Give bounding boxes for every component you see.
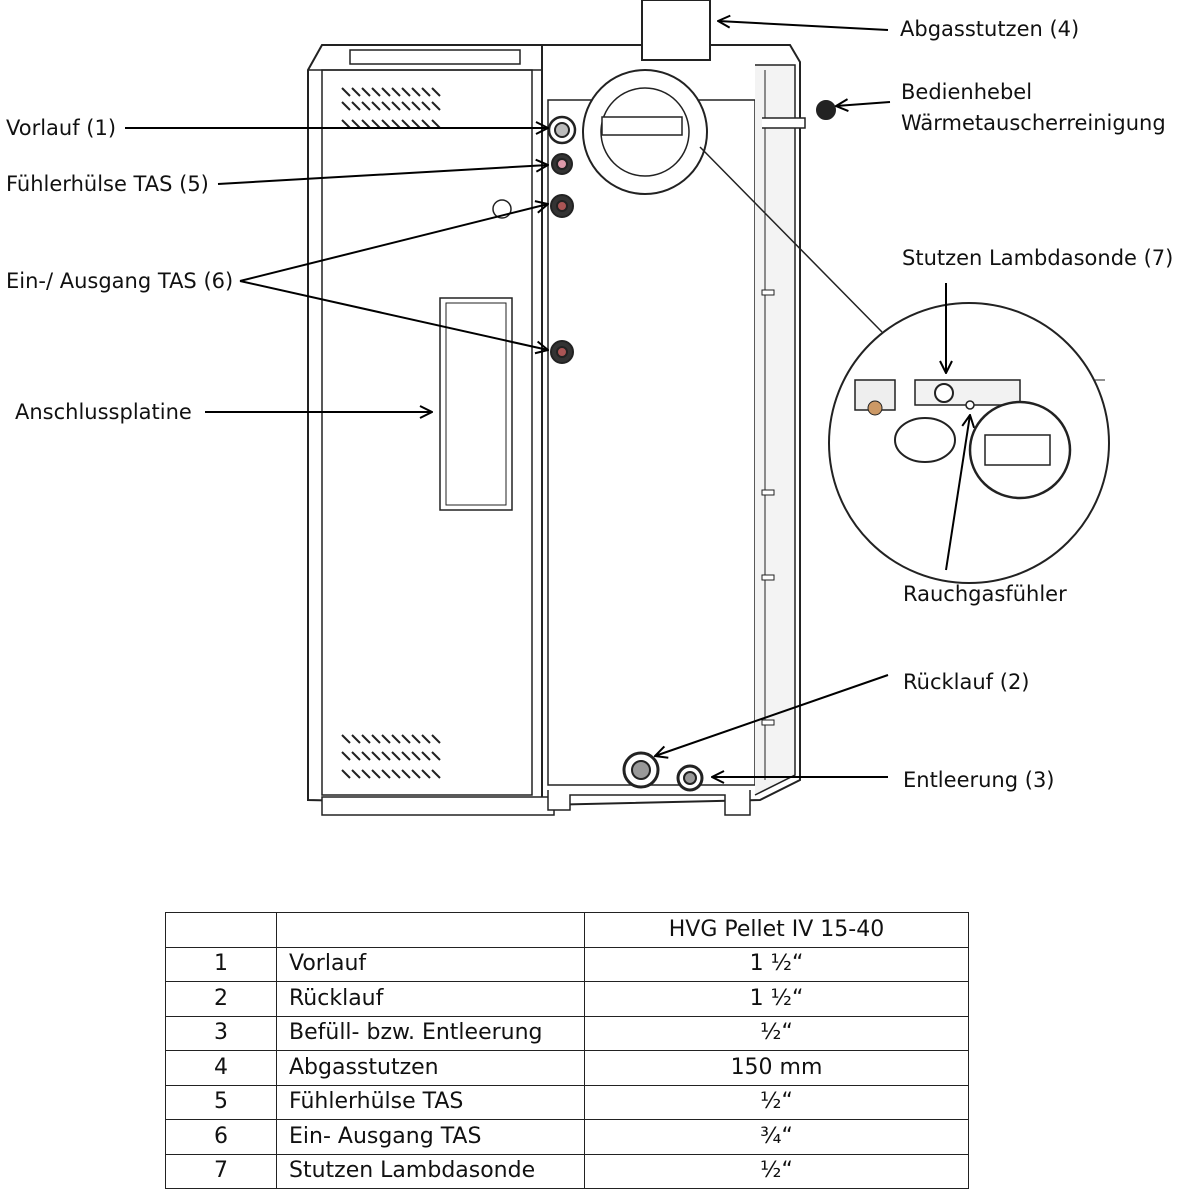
row-value: 1 ½“ <box>584 946 969 982</box>
row-name: Abgasstutzen <box>276 1050 585 1086</box>
row-value: 150 mm <box>584 1050 969 1086</box>
boiler-housing <box>307 0 836 816</box>
label-stutzen-lambdasonde: Stutzen Lambdasonde (7) <box>902 246 1174 270</box>
leader-arrows <box>125 21 970 777</box>
row-number: 5 <box>165 1084 277 1120</box>
table-row: 7 Stutzen Lambdasonde ½“ <box>165 1153 969 1189</box>
row-number: 1 <box>165 946 277 982</box>
table-row: 4 Abgasstutzen 150 mm <box>165 1050 969 1086</box>
label-rauchgasfuehler: Rauchgasfühler <box>903 582 1067 606</box>
label-fuehlerhuelse-tas: Fühlerhülse TAS (5) <box>6 172 209 196</box>
row-name: Rücklauf <box>276 981 585 1017</box>
row-value: ½“ <box>584 1084 969 1120</box>
row-number: 4 <box>165 1050 277 1086</box>
row-name: Vorlauf <box>276 946 585 982</box>
table-header-cell <box>165 912 277 948</box>
label-ein-ausgang-tas: Ein-/ Ausgang TAS (6) <box>6 269 234 293</box>
row-number: 6 <box>165 1119 277 1155</box>
table-row: 2 Rücklauf 1 ½“ <box>165 981 969 1017</box>
row-value: ½“ <box>584 1153 969 1189</box>
detail-magnifier <box>699 146 1110 584</box>
table-row: 5 Fühlerhülse TAS ½“ <box>165 1084 969 1120</box>
table-row: 6 Ein- Ausgang TAS ¾“ <box>165 1119 969 1155</box>
row-value: 1 ½“ <box>584 981 969 1017</box>
label-ruecklauf: Rücklauf (2) <box>903 670 1030 694</box>
row-value: ½“ <box>584 1015 969 1051</box>
label-abgasstutzen: Abgasstutzen (4) <box>900 17 1080 41</box>
boiler-rear-view-diagram <box>125 0 1110 816</box>
label-bedienhebel: Bedienhebel Wärmetauscherreinigung <box>901 80 1166 135</box>
table-row: 3 Befüll- bzw. Entleerung ½“ <box>165 1015 969 1051</box>
label-entleerung: Entleerung (3) <box>903 768 1055 792</box>
row-name: Stutzen Lambdasonde <box>276 1153 585 1189</box>
row-name: Befüll- bzw. Entleerung <box>276 1015 585 1051</box>
row-name: Fühlerhülse TAS <box>276 1084 585 1120</box>
table-header-model: HVG Pellet IV 15-40 <box>584 912 969 948</box>
row-value: ¾“ <box>584 1119 969 1155</box>
label-anschlussplatine: Anschlussplatine <box>15 400 192 424</box>
row-number: 2 <box>165 981 277 1017</box>
row-name: Ein- Ausgang TAS <box>276 1119 585 1155</box>
label-vorlauf: Vorlauf (1) <box>6 116 117 140</box>
connection-spec-table: HVG Pellet IV 15-40 1 Vorlauf 1 ½“ 2 Rüc… <box>165 912 969 1189</box>
table-header-cell <box>276 912 585 948</box>
table-row: 1 Vorlauf 1 ½“ <box>165 946 969 982</box>
table-header-row: HVG Pellet IV 15-40 <box>165 912 969 948</box>
row-number: 7 <box>165 1153 277 1189</box>
row-number: 3 <box>165 1015 277 1051</box>
